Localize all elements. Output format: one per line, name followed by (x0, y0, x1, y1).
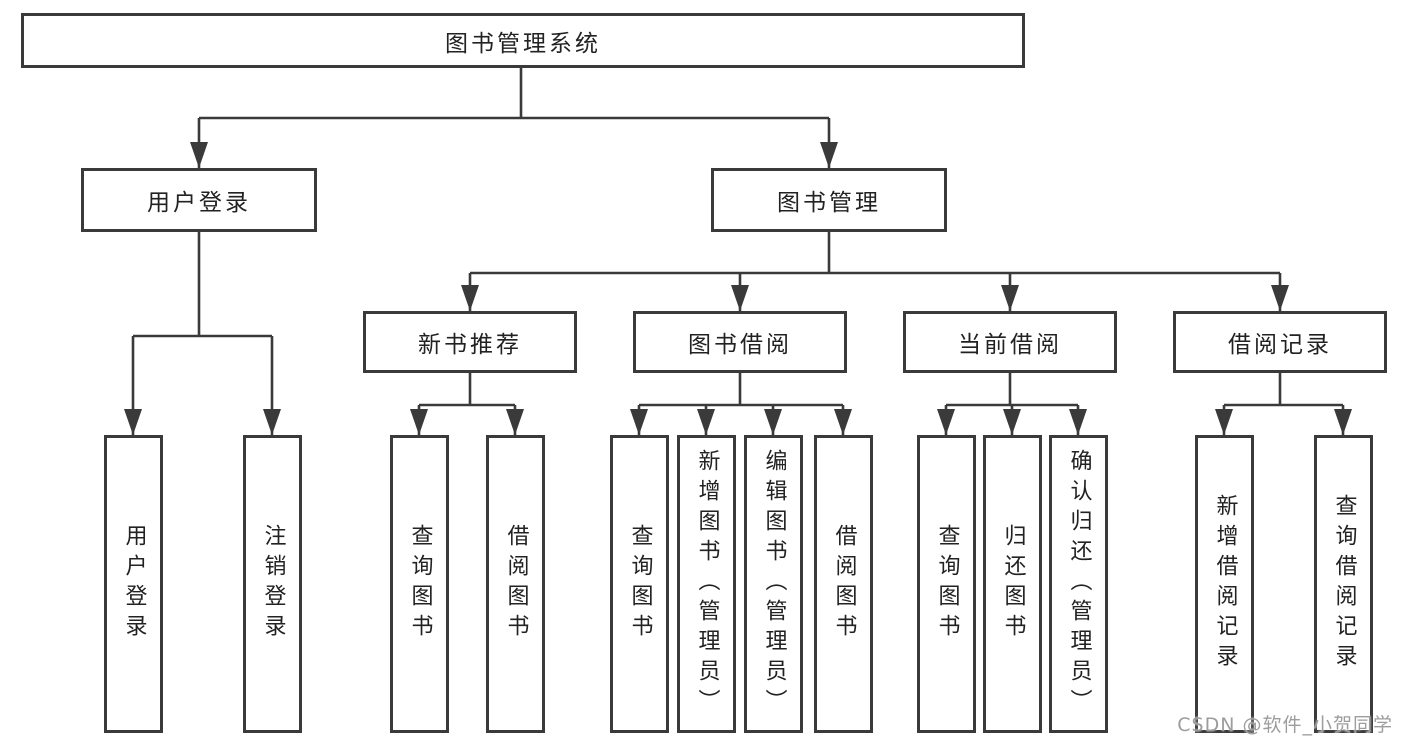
node-root-system: 图书管理系统 (21, 13, 1025, 68)
node-label: 注销登录 (260, 524, 286, 644)
node-current-borrow: 当前借阅 (903, 311, 1117, 373)
leaf-edit-books-admin: 编辑图书（管理员） (744, 435, 803, 733)
node-label: 借阅图书 (503, 524, 529, 644)
arrow-icon (697, 409, 715, 435)
arrow-icon (820, 142, 838, 168)
node-label: 归还图书 (1000, 524, 1026, 644)
connector-book-borrow-to-leaves (637, 373, 845, 435)
leaf-confirm-return-admin: 确认归还（管理员） (1049, 435, 1108, 733)
leaf-borrow-books: 借阅图书 (814, 435, 873, 733)
connector-root-to-level2 (197, 68, 831, 168)
node-label: 当前借阅 (958, 332, 1062, 358)
leaf-query-books-current: 查询图书 (917, 435, 976, 733)
node-book-management: 图书管理 (711, 168, 947, 232)
arrow-icon (834, 409, 852, 435)
node-user-login: 用户登录 (81, 168, 317, 232)
leaf-query-borrow-record: 查询借阅记录 (1314, 435, 1373, 733)
node-label: 用户登录 (121, 524, 147, 644)
node-book-borrow: 图书借阅 (633, 311, 847, 373)
node-label: 查询借阅记录 (1331, 494, 1357, 674)
node-label: 图书借阅 (688, 332, 792, 358)
leaf-query-books-borrow: 查询图书 (610, 435, 669, 733)
leaf-borrow-books-newbook: 借阅图书 (486, 435, 545, 733)
connector-new-book-to-leaves (417, 373, 517, 435)
node-label: 确认归还（管理员） (1066, 449, 1092, 719)
arrow-icon (190, 142, 208, 168)
node-label: 图书管理系统 (445, 30, 601, 57)
arrow-icon (1271, 285, 1289, 311)
node-label: 查询图书 (934, 524, 960, 644)
node-borrow-records: 借阅记录 (1173, 311, 1387, 373)
connector-book-mgmt-to-level3 (468, 232, 1282, 311)
leaf-add-borrow-record: 新增借阅记录 (1195, 435, 1254, 733)
arrow-icon (937, 409, 955, 435)
node-label: 借阅图书 (831, 524, 857, 644)
arrow-icon (410, 409, 428, 435)
arrow-icon (124, 409, 142, 435)
leaf-add-books-admin: 新增图书（管理员） (677, 435, 736, 733)
arrow-icon (461, 285, 479, 311)
arrow-icon (1003, 409, 1021, 435)
arrow-icon (731, 285, 749, 311)
node-label: 新增借阅记录 (1212, 494, 1238, 674)
arrow-icon (630, 409, 648, 435)
leaf-return-books: 归还图书 (983, 435, 1042, 733)
node-label: 查询图书 (627, 524, 653, 644)
connector-elbows (131, 68, 1345, 435)
arrow-icon (1215, 409, 1233, 435)
csdn-watermark: CSDN @软件_小贺同学 (1177, 714, 1393, 736)
connector-user-login-to-leaves (131, 232, 274, 435)
connector-borrow-record-to-leaves (1222, 373, 1345, 435)
arrowheads (124, 142, 1352, 435)
node-label: 用户登录 (147, 190, 251, 216)
node-label: 借阅记录 (1228, 332, 1332, 358)
node-label: 查询图书 (407, 524, 433, 644)
node-label: 编辑图书（管理员） (761, 449, 787, 719)
node-new-book-recommend: 新书推荐 (363, 311, 577, 373)
arrow-icon (506, 409, 524, 435)
leaf-query-books-newbook: 查询图书 (390, 435, 449, 733)
leaf-logout: 注销登录 (243, 435, 302, 733)
arrow-icon (263, 409, 281, 435)
leaf-user-login: 用户登录 (104, 435, 163, 733)
node-label: 图书管理 (777, 190, 881, 216)
node-label: 新增图书（管理员） (694, 449, 720, 719)
arrow-icon (1001, 285, 1019, 311)
node-label: 新书推荐 (418, 332, 522, 358)
arrow-icon (764, 409, 782, 435)
arrow-icon (1334, 409, 1352, 435)
arrow-icon (1069, 409, 1087, 435)
